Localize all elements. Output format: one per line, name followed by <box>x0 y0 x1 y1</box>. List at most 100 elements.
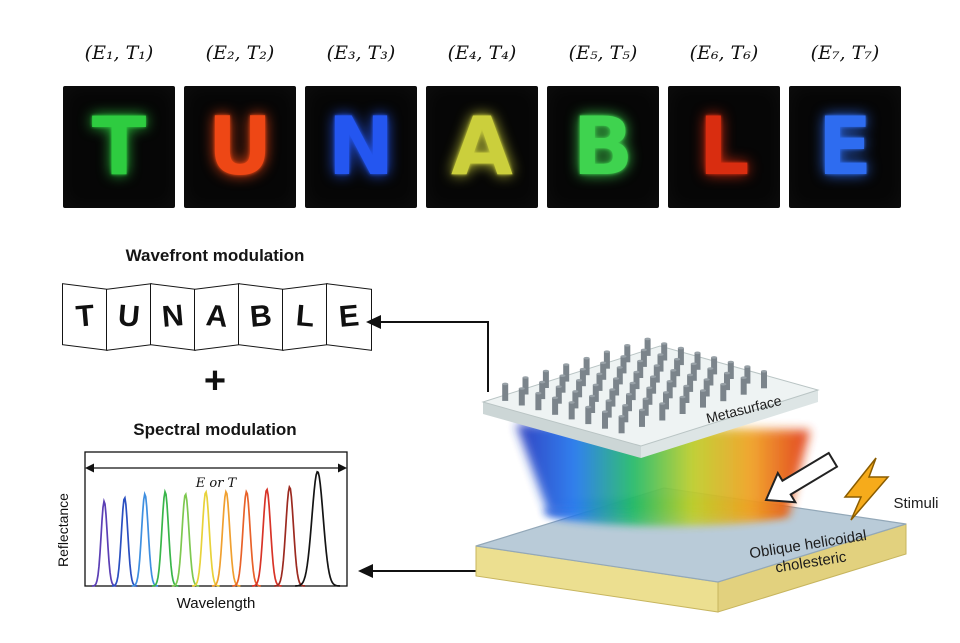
spectrum-curve <box>274 484 306 587</box>
nanopillar <box>559 375 566 393</box>
panel-letter: A <box>451 100 513 193</box>
tunable-card: N <box>150 283 196 351</box>
nanopillar-top <box>616 366 623 369</box>
wavefront-title: Wavefront modulation <box>125 246 305 265</box>
nanopillar <box>592 384 599 402</box>
cholesteric-slab-front <box>475 545 719 613</box>
nanopillar <box>644 338 651 356</box>
nanopillar <box>616 367 623 385</box>
nanopillar <box>596 373 603 391</box>
nanopillar <box>674 359 681 377</box>
nanopillar-top <box>744 365 751 368</box>
plot-frame <box>84 451 348 587</box>
nanopillar-top <box>657 353 664 356</box>
nanopillar <box>563 364 570 382</box>
card-letter: T <box>74 299 96 334</box>
metasurface-plate-side <box>641 390 818 458</box>
nanopillar-top <box>642 397 649 401</box>
nanopillar <box>740 377 747 395</box>
experiment-panel: (E₅, T₅)B <box>547 40 659 208</box>
card-letter: L <box>294 299 316 334</box>
panel-letter: T <box>91 100 147 193</box>
nanopillar <box>711 357 718 375</box>
spectrum-curve <box>211 489 241 587</box>
nanopillar-top <box>690 362 697 366</box>
nanopillar <box>568 402 575 420</box>
nanopillar-top <box>679 395 686 399</box>
experiment-panel: (E₁, T₁)T <box>63 40 175 208</box>
nanopillar <box>522 377 529 395</box>
nanopillar <box>640 349 647 367</box>
nanopillar-top <box>666 380 673 383</box>
connector-arrow-bottom <box>372 552 488 572</box>
nanopillar <box>609 389 616 407</box>
spectral-title: Spectral modulation <box>133 420 297 439</box>
arrowhead-left <box>85 463 94 473</box>
nanopillar <box>666 381 673 399</box>
nanopillar-top <box>663 391 669 394</box>
nanopillar-top <box>572 390 579 393</box>
nanopillar-top <box>624 344 631 347</box>
nanopillar-top <box>633 370 640 374</box>
spectrum-curve <box>295 470 341 587</box>
nanopillar-top <box>700 389 706 392</box>
nanopillar <box>602 411 608 429</box>
cholesteric-slab-top <box>475 487 907 583</box>
cholesteric-label-line1: Oblique helicoidal <box>748 527 868 562</box>
nanopillar <box>600 362 607 380</box>
nanopillar <box>744 366 751 384</box>
nanopillar <box>633 372 640 390</box>
nanopillar <box>727 362 734 379</box>
nanopillar <box>642 398 649 416</box>
nanopillar-top <box>637 359 644 363</box>
nanopillar-top <box>703 378 710 381</box>
tunable-card: T <box>62 283 108 351</box>
card-letter: E <box>337 299 361 334</box>
nanopillar <box>518 388 525 406</box>
spectrum-curve <box>111 495 138 587</box>
nanopillar-top <box>502 382 509 386</box>
nanopillar <box>579 369 586 387</box>
nanopillar <box>707 368 714 386</box>
spectrum-curve <box>192 489 220 587</box>
nanopillar <box>637 361 644 378</box>
stimuli-label: Stimuli <box>893 495 938 512</box>
spectral-plot: E or T Reflectance Wavelength <box>55 451 348 612</box>
nanopillar-top <box>592 383 599 387</box>
panel-letter: E <box>817 100 873 193</box>
nanopillar-top <box>640 348 647 352</box>
y-axis-label: Reflectance <box>55 493 71 567</box>
nanopillar-top <box>609 388 616 391</box>
metasurface-plate-front <box>483 402 641 458</box>
nanopillar-top <box>559 374 566 378</box>
letter-image: E <box>789 86 901 208</box>
nanopillar-top <box>724 371 730 375</box>
nanopillar <box>605 400 612 418</box>
card-letter: N <box>160 299 186 334</box>
nanopillar <box>585 407 592 425</box>
experiment-panel: (E₂, T₂)U <box>184 40 296 208</box>
nanopillar <box>679 397 686 414</box>
spectrum-curve <box>131 490 159 587</box>
nanopillar <box>653 365 660 383</box>
nanopillar-top <box>711 356 718 359</box>
experiment-panel: (E₇, T₇)E <box>789 40 901 208</box>
nanopillar <box>663 392 669 410</box>
nanopillar <box>572 391 579 409</box>
lightning-bolt-icon <box>843 457 890 521</box>
nanopillar <box>687 374 694 392</box>
nanopillar-top <box>622 404 629 407</box>
nanopillar <box>659 403 666 421</box>
spectrum-curve <box>151 488 179 587</box>
nanopillar-top <box>670 369 677 372</box>
x-axis-label: Wavelength <box>177 595 256 612</box>
rainbow-beam <box>516 424 810 516</box>
nanopillar-top <box>650 375 657 379</box>
nanopillar-top <box>535 391 542 395</box>
nanopillar-top <box>618 415 625 418</box>
cholesteric-slab-side <box>717 523 907 613</box>
nanopillar <box>620 356 627 374</box>
experiment-panel: (E₆, T₆)L <box>668 40 780 208</box>
nanopillar-top <box>740 376 747 380</box>
